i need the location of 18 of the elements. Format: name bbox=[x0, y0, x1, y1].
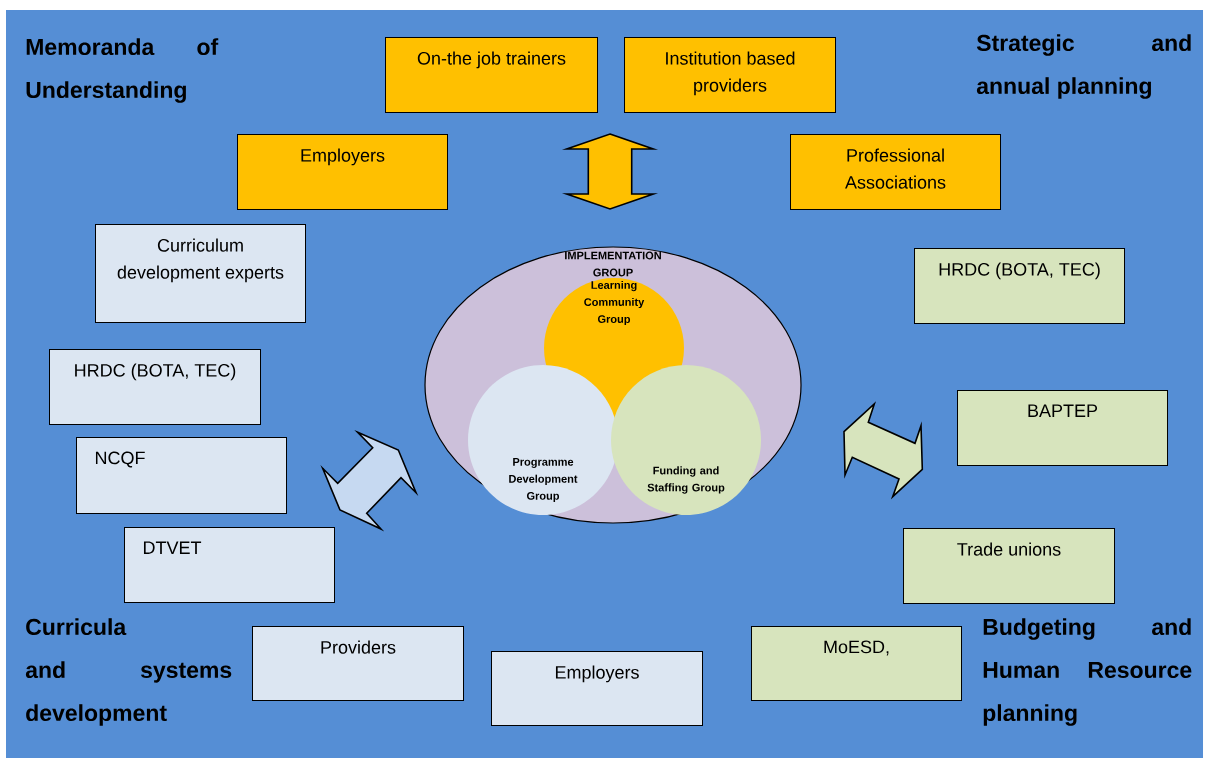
text-box: Employers bbox=[491, 651, 703, 726]
text-box: Employers bbox=[237, 134, 448, 210]
heading: Curricula and systems development bbox=[25, 618, 232, 726]
text-box: Providers bbox=[252, 626, 464, 701]
text-box: MoESD, bbox=[751, 626, 962, 701]
heading: Strategic and annual planning bbox=[976, 34, 1191, 99]
text-box: On-the job trainers bbox=[385, 37, 598, 113]
text-box: DTVET bbox=[124, 527, 335, 603]
text-box: Institution based providers bbox=[624, 37, 836, 113]
text-box: NCQF bbox=[76, 437, 287, 514]
text-box: Professional Associations bbox=[790, 134, 1001, 210]
heading: Memoranda of Understanding bbox=[26, 38, 219, 103]
text-box: HRDC (BOTA, TEC) bbox=[49, 349, 261, 425]
text-box: Trade unions bbox=[903, 528, 1115, 604]
text-box: BAPTEP bbox=[957, 390, 1168, 466]
text-box: HRDC (BOTA, TEC) bbox=[914, 248, 1125, 324]
heading: Budgeting and Human Resource planning bbox=[983, 618, 1192, 726]
text-box: Curriculum development experts bbox=[95, 224, 306, 323]
